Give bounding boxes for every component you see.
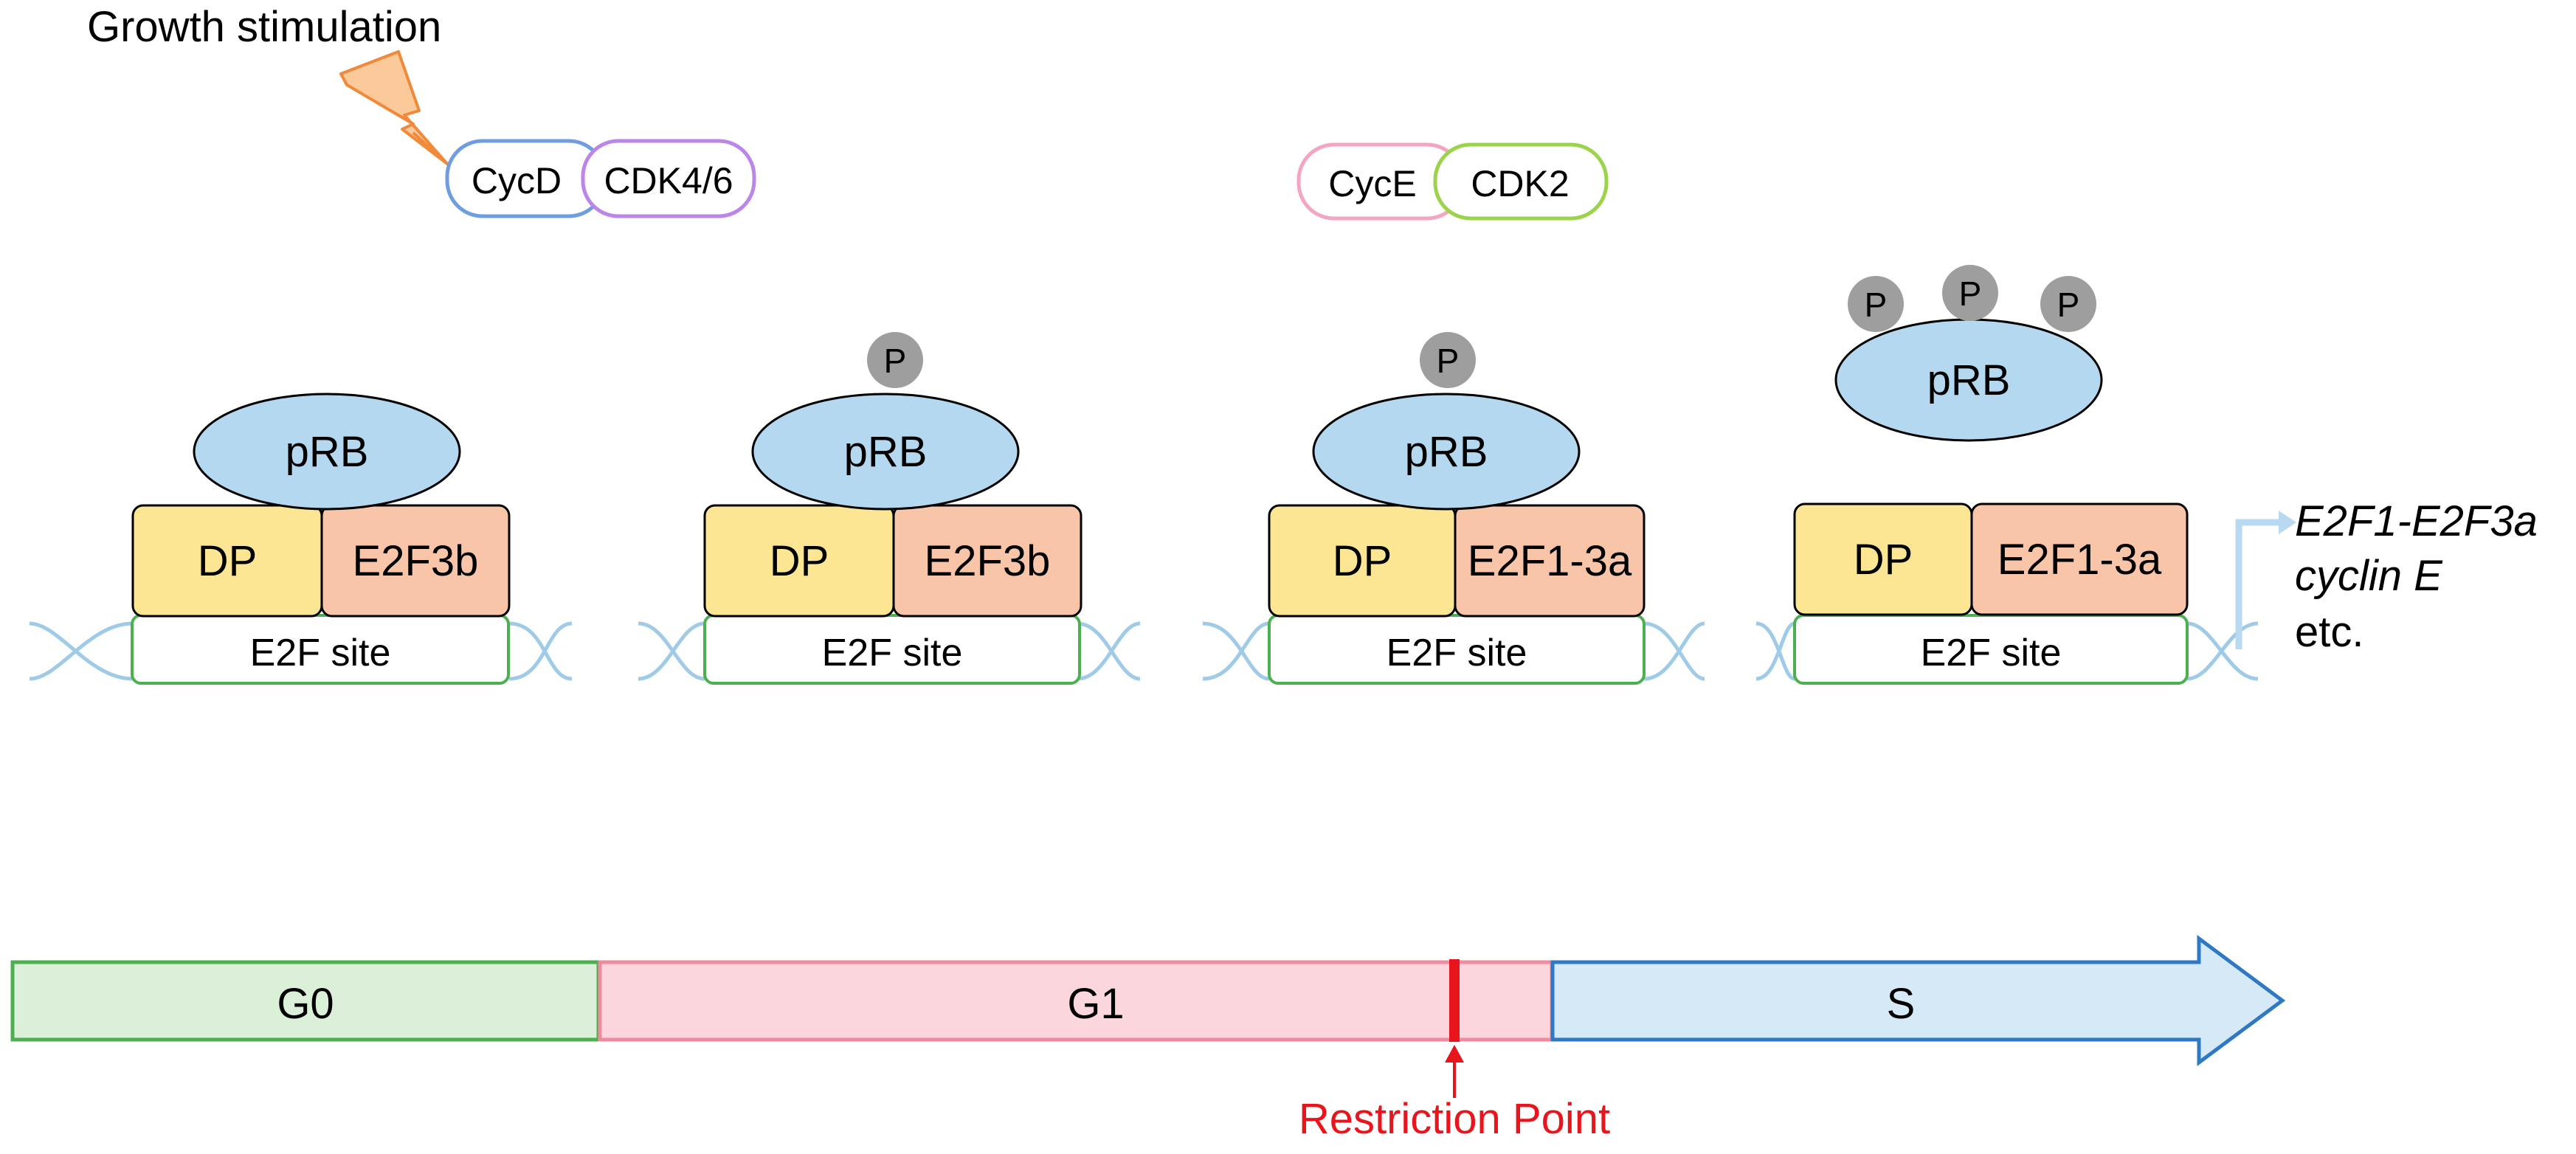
e2f-site-label: E2F site	[250, 632, 391, 674]
phosphate-icon	[1420, 332, 1476, 388]
stage-3: E2F site DP E2F1-3a pRB P	[1202, 332, 1705, 685]
prb-label: pRB	[286, 428, 369, 476]
dna-strand	[1202, 621, 1705, 681]
cdk46-pill	[581, 139, 756, 218]
dp-label: DP	[1854, 536, 1913, 584]
prb-ellipse	[193, 393, 461, 511]
e2f-box	[320, 504, 511, 618]
e2f-label: E2F1-3a	[1468, 537, 1632, 585]
dna-strand	[1755, 621, 2259, 681]
phosphate-icon	[1942, 265, 1998, 321]
cycd-label: CycD	[472, 160, 562, 201]
restriction-point-marker	[1449, 959, 1460, 1042]
transcription-arrowhead	[2279, 511, 2296, 534]
stage-4: E2F site DP E2F1-3a pRB P P P	[1755, 265, 2296, 685]
phase-g0-label: G0	[277, 980, 334, 1028]
target-gene-e2f: E2F1-E2F3a	[2295, 497, 2538, 545]
restriction-point-label: Restriction Point	[1299, 1095, 1610, 1143]
phosphate-label: P	[884, 342, 907, 380]
cyce-label: CycE	[1328, 163, 1416, 204]
phosphate-label: P	[1959, 274, 1982, 313]
cycd-cdk46-complex: CycD CDK4/6	[445, 139, 756, 218]
target-gene-etc: etc.	[2295, 608, 2364, 656]
e2f-label: E2F3b	[353, 537, 479, 585]
cdk2-pill	[1433, 142, 1609, 221]
e2f-site-box	[703, 614, 1081, 685]
prb-ellipse	[1312, 393, 1581, 511]
phase-g1	[598, 960, 1554, 1042]
phosphate-label: P	[2057, 286, 2080, 324]
cyce-cdk2-complex: CycE CDK2	[1296, 142, 1609, 221]
prb-label: pRB	[844, 428, 928, 476]
prb-ellipse	[751, 393, 1020, 511]
growth-stimulation-label: Growth stimulation	[87, 3, 441, 51]
phosphate-icon	[2040, 276, 2096, 332]
e2f-box	[892, 504, 1082, 618]
e2f-site-box	[1268, 614, 1646, 685]
e2f-box	[1970, 502, 2189, 616]
cell-cycle-timeline: G0 G1 S Restriction Point	[10, 935, 2286, 1143]
e2f-label: E2F1-3a	[1997, 536, 2162, 584]
e2f-site-label: E2F site	[822, 632, 963, 674]
cdk2-label: CDK2	[1471, 163, 1569, 204]
phosphate-icon	[867, 332, 923, 388]
stimulus-pointer	[412, 131, 449, 165]
e2f-site-box	[131, 614, 510, 685]
dp-label: DP	[1333, 537, 1392, 585]
dna-strand	[638, 621, 1141, 681]
e2f-site-label: E2F site	[1387, 632, 1527, 674]
lightning-bolt-icon	[339, 50, 449, 165]
phase-g1-label: G1	[1067, 980, 1124, 1028]
e2f-box	[1454, 504, 1646, 618]
dp-label: DP	[770, 537, 829, 585]
phase-s-label: S	[1887, 980, 1916, 1028]
phosphate-label: P	[1865, 286, 1888, 324]
phase-g0	[10, 960, 601, 1042]
prb-label: pRB	[1405, 428, 1488, 476]
transcription-arrow-icon	[2235, 519, 2280, 649]
phosphate-icon	[1848, 276, 1904, 332]
e2f-site-label: E2F site	[1921, 632, 2062, 674]
cdk46-label: CDK4/6	[604, 160, 733, 201]
phase-s-arrow	[1550, 935, 2286, 1066]
restriction-pointer-head	[1445, 1045, 1464, 1063]
phosphate-label: P	[1437, 342, 1460, 380]
target-gene-cyclin-e: cyclin E	[2295, 552, 2443, 600]
prb-label: pRB	[1927, 356, 2011, 404]
e2f-label: E2F3b	[925, 537, 1051, 585]
dp-label: DP	[198, 537, 258, 585]
dna-strand	[29, 621, 573, 681]
stage-1: E2F site DP E2F3b pRB	[29, 393, 573, 685]
stage-2: E2F site DP E2F3b pRB P	[638, 332, 1141, 685]
